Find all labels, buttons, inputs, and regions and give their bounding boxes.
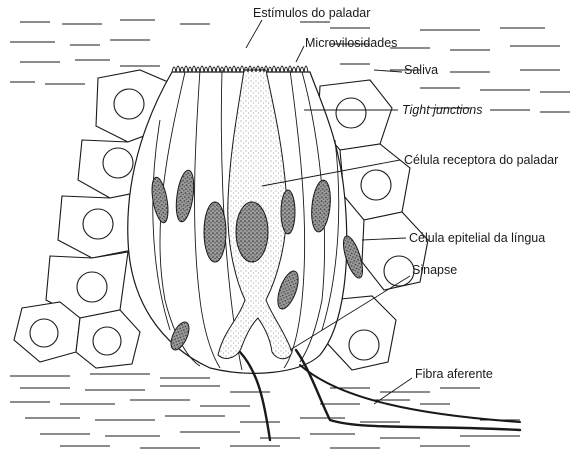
label-receptor-cell: Célula receptora do paladar xyxy=(404,153,558,167)
label-microvilli: Microvilosidades xyxy=(305,36,397,50)
label-afferent-fiber: Fibra aferente xyxy=(415,367,493,381)
label-epithelial-cell: Célula epitelial da língua xyxy=(409,231,545,245)
label-saliva: Saliva xyxy=(404,63,438,77)
microvilli xyxy=(172,66,308,72)
label-taste-stimuli: Estímulos do paladar xyxy=(253,6,370,20)
label-synapse: Sinapse xyxy=(412,263,457,277)
label-tight-junctions: Tight junctions xyxy=(402,103,483,117)
